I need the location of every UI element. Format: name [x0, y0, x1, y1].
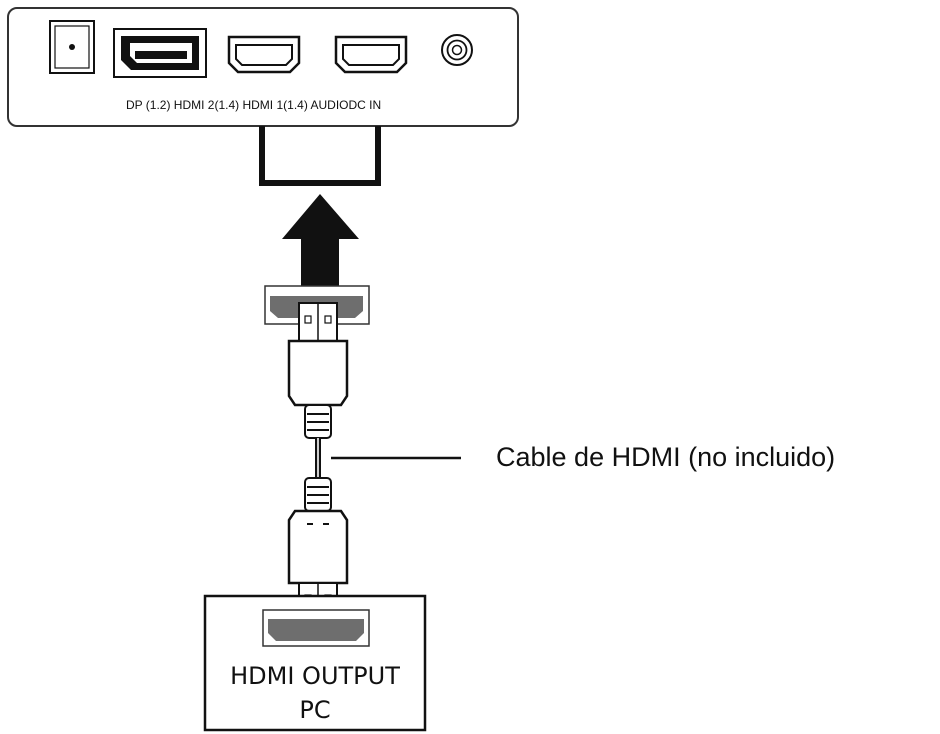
hdmi-port-icon [334, 35, 408, 74]
audio-jack-icon [441, 34, 473, 66]
hdmi-plug-icon [287, 302, 349, 439]
pc-box-line2: PC [299, 696, 330, 724]
port-labels: DP (1.2) HDMI 2(1.4) HDMI 1(1.4) AUDIODC… [126, 98, 381, 112]
dc-power-jack-icon [49, 20, 95, 74]
pc-hdmi-output-box: HDMI OUTPUT PC [203, 594, 427, 732]
displayport-icon [113, 28, 207, 78]
arrow-up-icon [282, 194, 359, 287]
cable-label: Cable de HDMI (no incluido) [496, 442, 835, 472]
hdmi-port-icon [227, 35, 301, 74]
monitor-io-panel: DP (1.2) HDMI 2(1.4) HDMI 1(1.4) AUDIODC… [7, 7, 519, 127]
port-bracket [259, 126, 381, 186]
pc-box-line1: HDMI OUTPUT [230, 662, 400, 690]
